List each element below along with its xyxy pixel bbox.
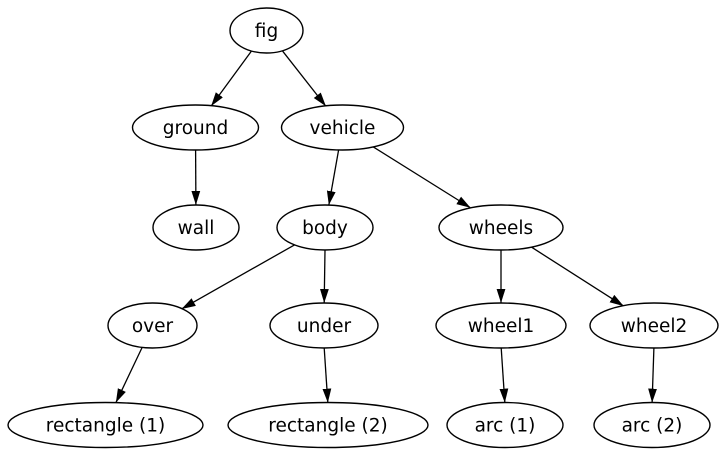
node-wheels-label: wheels [469,218,533,239]
node-wheel2-label: wheel2 [621,316,688,337]
graph-node-wall: wall [152,204,240,251]
node-arc-1-ellipse [446,401,564,449]
node-wall-ellipse [152,204,240,251]
graph-node-wheel2: wheel2 [589,302,719,349]
edge-vehicle-body [326,149,340,206]
graph-node-vehicle: vehicle [280,104,405,151]
graph-node-under: under [269,302,379,349]
graph-node-fig: fig [229,7,304,54]
graph-node-arc-2: arc (2) [593,401,711,449]
node-wheel2-ellipse [589,302,719,349]
graph-node-wheels: wheels [438,204,564,251]
edge-fig-vehicle [281,50,327,107]
node-ground-label: ground [163,118,228,139]
graph-node-rectangle-1: rectangle (1) [7,401,204,449]
node-fig-ellipse [229,7,304,54]
graph-node-over: over [107,302,198,349]
edge-group [115,50,657,403]
edge-vehicle-wheels [372,146,471,209]
edge-body-under [320,249,329,303]
graph-node-body: body [276,204,374,251]
node-body-label: body [302,218,348,239]
node-over-ellipse [107,302,198,349]
node-group: fig ground vehicle wall body wheels [7,7,719,449]
edge-fig-ground [210,50,253,107]
node-under-ellipse [269,302,379,349]
node-rectangle-2-label: rectangle (2) [268,416,387,437]
node-arc-2-ellipse [593,401,711,449]
node-rectangle-1-label: rectangle (1) [46,416,165,437]
edge-under-rect2 [322,347,332,403]
edge-wheel1-arc1 [499,347,509,403]
node-wheels-ellipse [438,204,564,251]
node-arc-2-label: arc (2) [622,416,683,437]
graph-node-rectangle-2: rectangle (2) [227,401,429,449]
edge-wheel2-arc2 [648,347,657,403]
node-wheel1-label: wheel1 [468,316,535,337]
graph-node-ground: ground [131,104,260,151]
node-wall-label: wall [178,218,215,239]
edge-wheels-wheel2 [531,246,624,307]
edge-over-rect1 [115,347,143,403]
node-ground-ellipse [131,104,260,151]
node-under-label: under [297,316,352,337]
graph-node-wheel1: wheel1 [435,302,567,349]
node-fig-label: fig [255,21,278,42]
graph-node-arc-1: arc (1) [446,401,564,449]
node-arc-1-label: arc (1) [475,416,536,437]
node-wheel1-ellipse [435,302,567,349]
edge-body-over [181,244,295,310]
node-rectangle-2-ellipse [227,401,429,449]
node-vehicle-label: vehicle [310,118,376,139]
node-rectangle-1-ellipse [7,401,204,449]
node-over-label: over [132,316,174,337]
node-vehicle-ellipse [280,104,405,151]
node-body-ellipse [276,204,374,251]
